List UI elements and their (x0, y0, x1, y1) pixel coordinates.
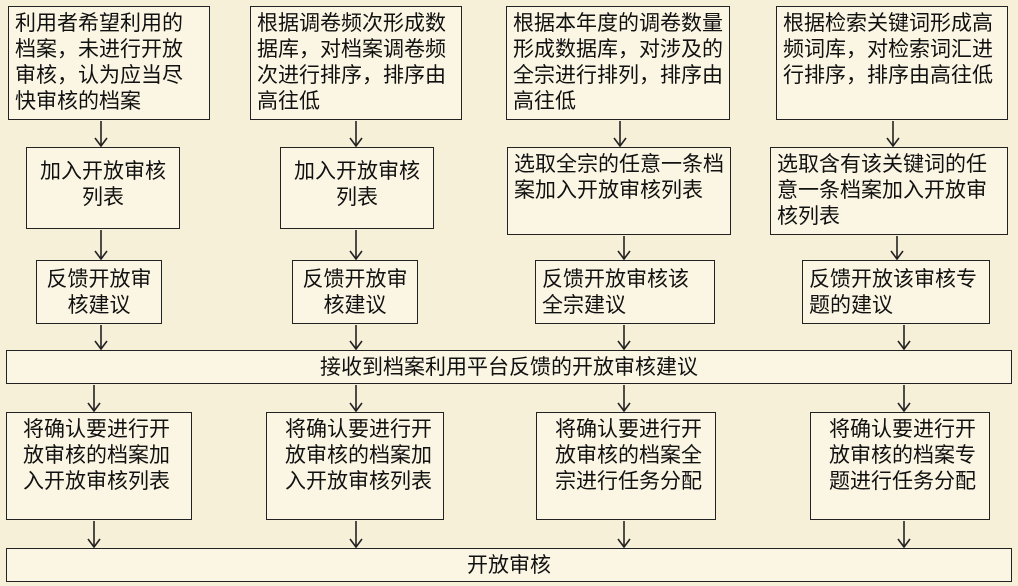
source-box-user-request: 利用者希望利用的档案，未进行开放审核，认为应当尽快审核的档案 (8, 6, 210, 120)
action-box-add-list-1: 加入开放审核列表 (26, 147, 180, 229)
confirm-box-fonds: 将确认要进行开放审核的档案全宗进行任务分配 (536, 412, 716, 520)
confirm-box-1: 将确认要进行开放审核的档案加入开放审核列表 (6, 412, 192, 520)
action-box-select-fonds: 选取全宗的任意一条档案加入开放审核列表 (507, 147, 731, 235)
feedback-box-1: 反馈开放审核建议 (36, 260, 162, 324)
feedback-box-topic: 反馈开放该审核专题的建议 (802, 260, 990, 324)
confirm-box-topic: 将确认要进行开放审核的档案专题进行任务分配 (810, 412, 990, 520)
source-box-call-frequency: 根据调卷频次形成数据库，对档案调卷频次进行排序，排序由高往低 (250, 6, 462, 120)
action-box-add-list-2: 加入开放审核列表 (280, 147, 434, 229)
source-box-annual-volume: 根据本年度的调卷数量形成数据库，对涉及的全宗进行排列，排序由高往低 (506, 6, 730, 120)
merge-bar-receive-feedback: 接收到档案利用平台反馈的开放审核建议 (6, 350, 1012, 384)
confirm-box-2: 将确认要进行开放审核的档案加入开放审核列表 (266, 412, 444, 520)
feedback-box-2: 反馈开放审核建议 (292, 260, 418, 324)
action-box-select-keyword-doc: 选取含有该关键词的任意一条档案加入开放审核列表 (770, 147, 1008, 235)
source-box-keyword-frequency: 根据检索关键词形成高频词库，对检索词汇进行排序，排序由高往低 (776, 6, 1008, 120)
feedback-box-fonds: 反馈开放审核该全宗建议 (535, 260, 715, 324)
final-bar-open-review: 开放审核 (6, 548, 1012, 582)
